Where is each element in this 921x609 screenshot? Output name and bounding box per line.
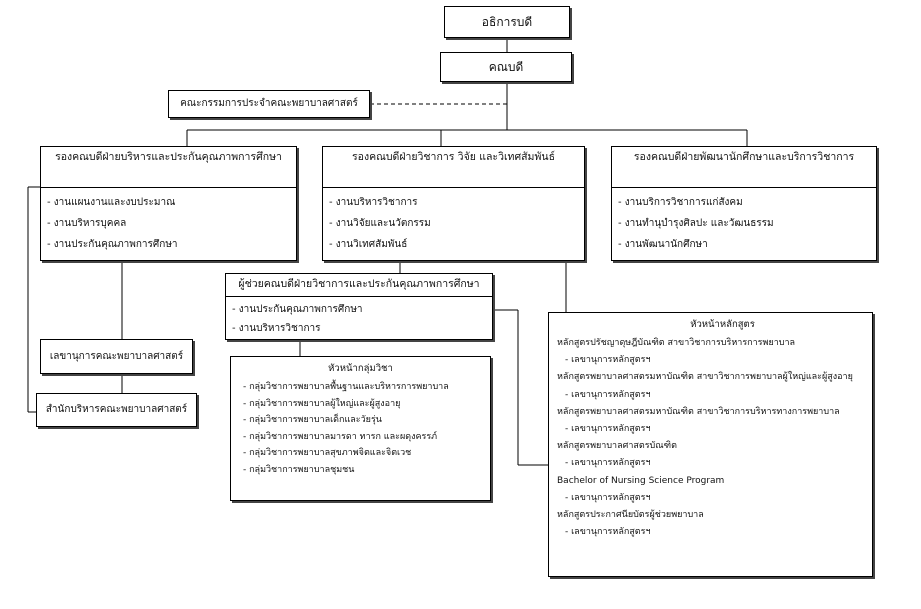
dean-box: คณบดี [440, 52, 572, 82]
list-item: งานบริหารบุคคล [47, 213, 296, 234]
list-item: งานประกันคุณภาพการศึกษา [47, 234, 296, 255]
dept-heads-box: หัวหน้ากลุ่มวิชา กลุ่มวิชาการพยาบาลพื้นฐ… [230, 356, 491, 501]
dept-heads-title: หัวหน้ากลุ่มวิชา [328, 363, 393, 374]
program-secretary: เลขานุการหลักสูตรฯ [553, 421, 872, 438]
list-item: กลุ่มวิชาการพยาบาลผู้ใหญ่และผู้สูงอายุ [231, 396, 490, 413]
program-heads-box: หัวหน้าหลักสูตร หลักสูตรปรัชญาดุษฎีบัณฑิ… [548, 312, 873, 577]
list-item: งานพัฒนานักศึกษา [618, 234, 876, 255]
vp-academic-box: รองคณบดีฝ่ายวิชาการ วิจัย และวิเทศสัมพัน… [322, 146, 585, 261]
program-secretary: เลขานุการหลักสูตรฯ [553, 490, 872, 507]
program-list: หลักสูตรปรัชญาดุษฎีบัณฑิต สาขาวิชาการบริ… [549, 335, 872, 541]
list-item: กลุ่มวิชาการพยาบาลชุมชน [231, 462, 490, 479]
program-secretary: เลขานุการหลักสูตรฯ [553, 524, 872, 541]
program-name: หลักสูตรพยาบาลศาสตรบัณฑิต [557, 441, 677, 452]
assistant-dean-title: ผู้ช่วยคณบดีฝ่ายวิชาการและประกันคุณภาพกา… [226, 274, 492, 297]
list-item: กลุ่มวิชาการพยาบาลพื้นฐานและบริหารการพยา… [231, 379, 490, 396]
program-secretary: เลขานุการหลักสูตรฯ [553, 352, 872, 369]
vp-academic-list: งานบริหารวิชาการ งานวิจัยและนวัตกรรม งาน… [323, 188, 584, 255]
list-item: งานบริหารวิชาการ [232, 319, 492, 338]
program-name: หลักสูตรประกาศนียบัตรผู้ช่วยพยาบาล [557, 510, 704, 521]
list-item: งานแผนงานและงบประมาณ [47, 192, 296, 213]
program-name: หลักสูตรพยาบาลศาสตรมหาบัณฑิต สาขาวิชาการ… [557, 372, 853, 383]
program-name: หลักสูตรพยาบาลศาสตรมหาบัณฑิต สาขาวิชาการ… [557, 406, 840, 417]
list-item: กลุ่มวิชาการพยาบาลเด็กและวัยรุ่น [231, 412, 490, 429]
dept-heads-list: กลุ่มวิชาการพยาบาลพื้นฐานและบริหารการพยา… [231, 379, 490, 479]
president-box: อธิการบดี [444, 6, 570, 38]
assistant-dean-box: ผู้ช่วยคณบดีฝ่ายวิชาการและประกันคุณภาพกา… [225, 273, 493, 340]
vp-academic-title: รองคณบดีฝ่ายวิชาการ วิจัย และวิเทศสัมพัน… [323, 147, 584, 188]
list-item: กลุ่มวิชาการพยาบาลสุขภาพจิตและจิตเวช [231, 445, 490, 462]
dean-label: คณบดี [488, 60, 524, 74]
list-item: งานวิจัยและนวัตกรรม [329, 213, 584, 234]
vp-student-box: รองคณบดีฝ่ายพัฒนานักศึกษาและบริการวิชากา… [611, 146, 877, 261]
list-item: งานประกันคุณภาพการศึกษา [232, 300, 492, 319]
vp-student-list: งานบริการวิชาการแก่สังคม งานทำนุบำรุงศิล… [612, 188, 876, 255]
vp-admin-title: รองคณบดีฝ่ายบริหารและประกันคุณภาพการศึกษ… [41, 147, 296, 188]
faculty-committee-box: คณะกรรมการประจำคณะพยาบาลศาสตร์ [168, 90, 370, 118]
list-item: งานทำนุบำรุงศิลปะ และวัฒนธรรม [618, 213, 876, 234]
faculty-committee-label: คณะกรรมการประจำคณะพยาบาลศาสตร์ [180, 98, 358, 109]
vp-admin-box: รองคณบดีฝ่ายบริหารและประกันคุณภาพการศึกษ… [40, 146, 297, 261]
program-secretary: เลขานุการหลักสูตรฯ [553, 455, 872, 472]
list-item: งานบริหารวิชาการ [329, 192, 584, 213]
program-name: Bachelor of Nursing Science Program [557, 475, 725, 486]
list-item: งานบริการวิชาการแก่สังคม [618, 192, 876, 213]
program-heads-title: หัวหน้าหลักสูตร [690, 319, 755, 330]
secretary-label: เลขานุการคณะพยาบาลศาสตร์ [49, 351, 184, 362]
list-item: กลุ่มวิชาการพยาบาลมารดา ทารก และผดุงครรภ… [231, 429, 490, 446]
secretary-box: เลขานุการคณะพยาบาลศาสตร์ [40, 339, 193, 374]
list-item: งานวิเทศสัมพันธ์ [329, 234, 584, 255]
dean-office-label: สำนักบริหารคณะพยาบาลศาสตร์ [45, 404, 188, 415]
vp-admin-list: งานแผนงานและงบประมาณ งานบริหารบุคคล งานป… [41, 188, 296, 255]
program-secretary: เลขานุการหลักสูตรฯ [553, 387, 872, 404]
vp-student-title: รองคณบดีฝ่ายพัฒนานักศึกษาและบริการวิชากา… [612, 147, 876, 188]
program-name: หลักสูตรปรัชญาดุษฎีบัณฑิต สาขาวิชาการบริ… [557, 338, 796, 348]
assistant-dean-list: งานประกันคุณภาพการศึกษา งานบริหารวิชาการ [226, 297, 492, 338]
dean-office-box: สำนักบริหารคณะพยาบาลศาสตร์ [36, 393, 197, 427]
president-label: อธิการบดี [481, 15, 533, 29]
